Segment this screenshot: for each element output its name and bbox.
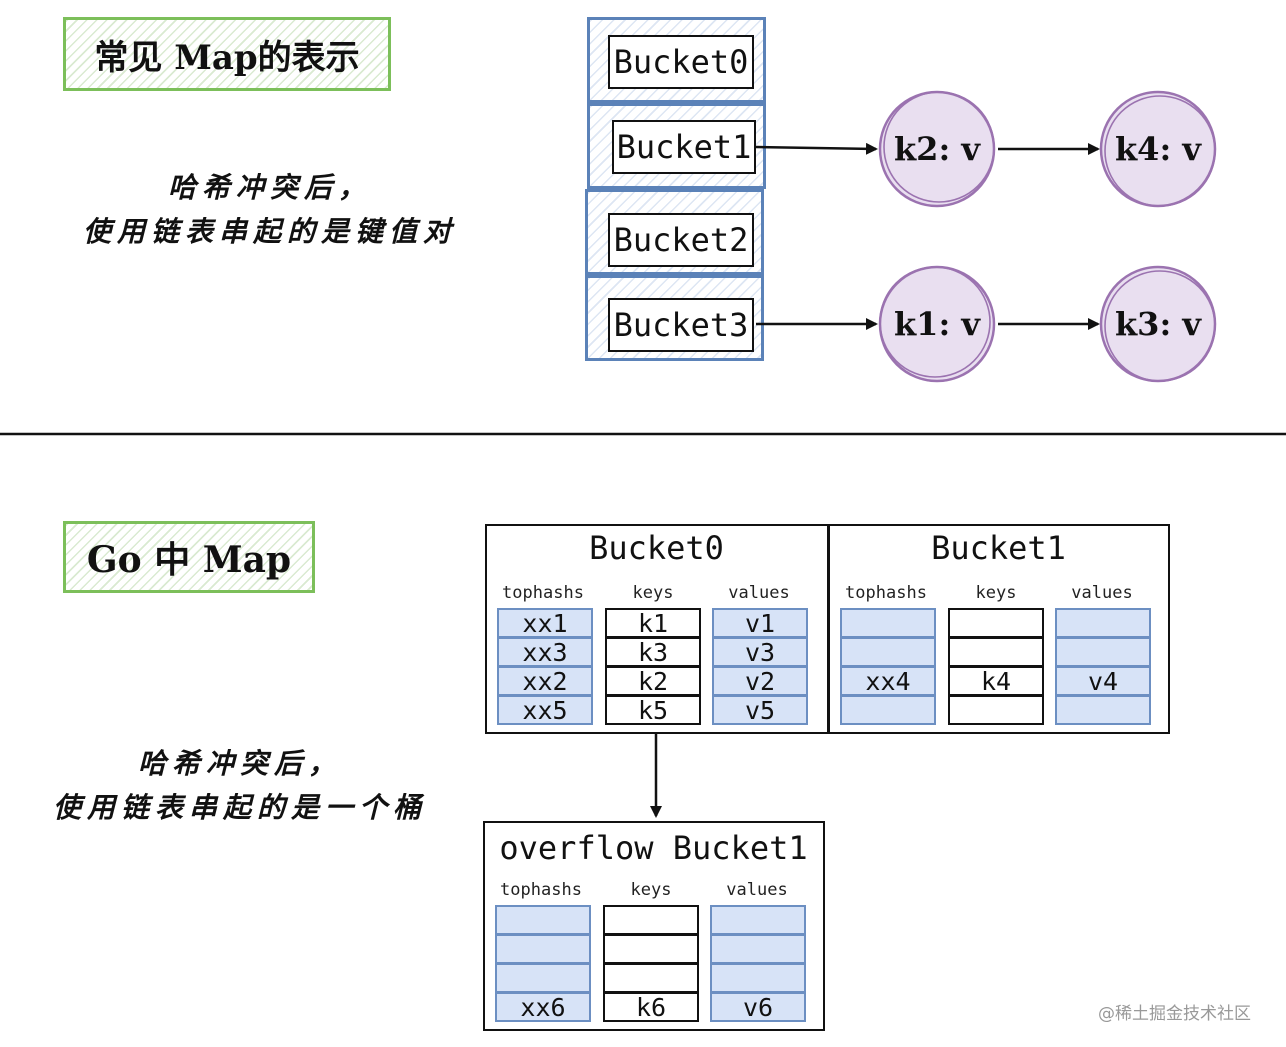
table-cell [603, 934, 699, 964]
go-bucket1-col-tophashs: tophashs [845, 583, 927, 603]
go-bucket0-col-keys: keys [632, 583, 674, 603]
table-cell: xx2 [497, 666, 593, 696]
table-cell [1055, 608, 1151, 638]
table-cell [840, 608, 936, 638]
go-bucket1-values: v4 [1055, 608, 1151, 725]
go-overflow-bucket: overflow Bucket1 tophashs keys values xx… [483, 821, 825, 1031]
table-cell [603, 905, 699, 935]
go-overflow-values: v6 [710, 905, 806, 1022]
go-bucket1-col-keys: keys [975, 583, 1017, 603]
go-bucket0-col-values: values [728, 583, 790, 603]
go-bucket0-values: v1 v3 v2 v5 [712, 608, 808, 725]
watermark: @稀土掘金技术社区 [1098, 1004, 1251, 1024]
table-cell: v2 [712, 666, 808, 696]
table-cell [710, 934, 806, 964]
table-cell: k3 [605, 637, 701, 667]
table-cell: k4 [948, 666, 1044, 696]
section2-note-line1: 哈希冲突后， [137, 747, 342, 780]
table-cell: xx4 [840, 666, 936, 696]
table-cell [710, 963, 806, 993]
go-bucket0-title: Bucket0 [589, 529, 724, 567]
section1-note: 哈希冲突后， 使用链表串起的是键值对 [40, 166, 500, 254]
bucket-label-0: Bucket0 [608, 35, 754, 89]
section1-note-line2: 使用链表串起的是键值对 [82, 215, 457, 248]
node-k3-label: k3: v [1115, 305, 1201, 343]
node-k4-circle [1099, 90, 1217, 208]
section2-title: Go 中 Map [86, 539, 292, 581]
section2-title-box: Go 中 Map [63, 521, 315, 593]
bucket-label-2: Bucket2 [608, 213, 754, 267]
table-cell: v4 [1055, 666, 1151, 696]
table-cell [840, 695, 936, 725]
table-cell [948, 608, 1044, 638]
go-bucket1-col-values: values [1071, 583, 1133, 603]
go-overflow-col-tophashs: tophashs [500, 880, 582, 900]
section2-note: 哈希冲突后， 使用链表串起的是一个桶 [20, 742, 460, 830]
table-cell [1055, 637, 1151, 667]
table-cell [603, 963, 699, 993]
table-cell: xx1 [497, 608, 593, 638]
go-bucket0-col-tophashs: tophashs [502, 583, 584, 603]
node-k2-circle [878, 90, 996, 208]
go-overflow-col-values: values [726, 880, 788, 900]
table-cell: xx6 [495, 992, 591, 1022]
go-overflow-col-keys: keys [630, 880, 672, 900]
go-bucket1-tophashs: xx4 [840, 608, 936, 725]
go-bucket0-tophashs: xx1 xx3 xx2 xx5 [497, 608, 593, 725]
go-overflow-keys: k6 [603, 905, 699, 1022]
table-cell: k2 [605, 666, 701, 696]
table-cell: xx5 [497, 695, 593, 725]
section1-title-box: 常见 Map的表示 [63, 17, 391, 91]
go-bucket0: Bucket0 tophashs keys values xx1 xx3 xx2… [485, 524, 829, 734]
node-k1-circle [878, 265, 996, 383]
table-cell: v1 [712, 608, 808, 638]
arrow-bucket1-to-k2 [755, 142, 878, 155]
table-cell [948, 637, 1044, 667]
table-cell [710, 905, 806, 935]
node-k2-label: k2: v [894, 130, 980, 168]
node-k3-circle [1099, 265, 1217, 383]
go-overflow-title: overflow Bucket1 [499, 829, 808, 867]
section2-note-line2: 使用链表串起的是一个桶 [52, 791, 427, 824]
table-cell: v3 [712, 637, 808, 667]
go-overflow-tophashs: xx6 [495, 905, 591, 1022]
table-cell: xx3 [497, 637, 593, 667]
node-k1-label: k1: v [894, 305, 980, 343]
bucket-label-1: Bucket1 [612, 120, 756, 174]
table-cell [495, 934, 591, 964]
section1-note-line1: 哈希冲突后， [167, 171, 372, 204]
node-k4-label: k4: v [1115, 130, 1201, 168]
table-cell [1055, 695, 1151, 725]
table-cell [495, 963, 591, 993]
bucket-label-3: Bucket3 [608, 298, 754, 352]
go-bucket1-keys: k4 [948, 608, 1044, 725]
go-bucket0-keys: k1 k3 k2 k5 [605, 608, 701, 725]
table-cell: k1 [605, 608, 701, 638]
table-cell: v6 [710, 992, 806, 1022]
table-cell: k5 [605, 695, 701, 725]
table-cell [495, 905, 591, 935]
go-bucket1-title: Bucket1 [931, 529, 1066, 567]
table-cell [948, 695, 1044, 725]
table-cell [840, 637, 936, 667]
go-bucket1: Bucket1 tophashs keys values xx4 k4 v4 [828, 524, 1170, 734]
table-cell: k6 [603, 992, 699, 1022]
table-cell: v5 [712, 695, 808, 725]
section1-title: 常见 Map的表示 [94, 37, 360, 78]
